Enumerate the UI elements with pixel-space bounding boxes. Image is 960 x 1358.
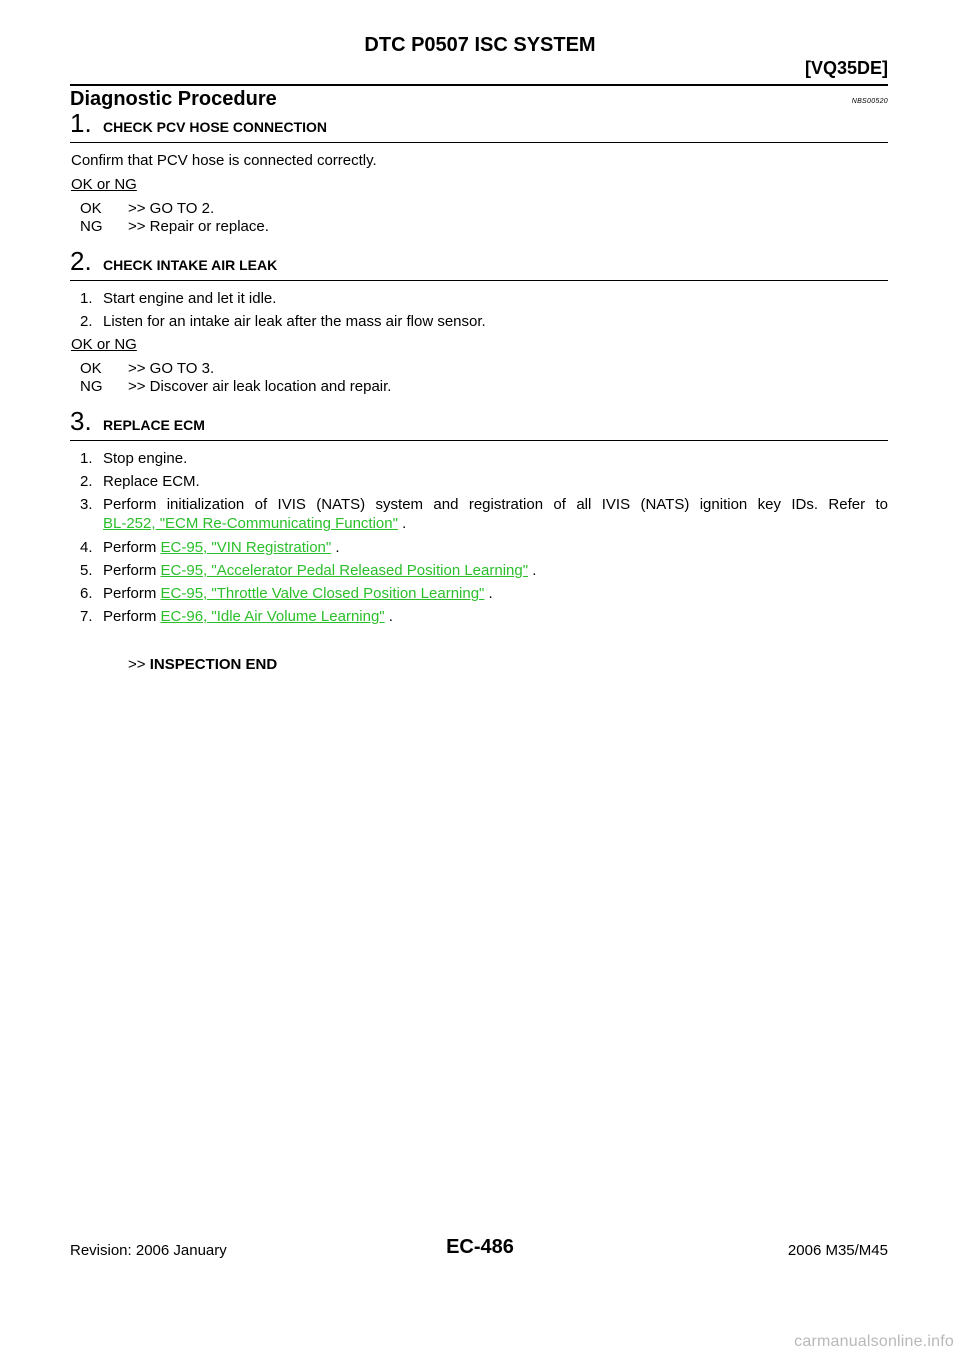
- step-3-item-1-number: 1.: [80, 450, 93, 467]
- step-3-item-1-text: Stop engine.: [103, 450, 188, 467]
- step-3-item-5-prefix: Perform: [103, 562, 161, 579]
- step-3-item-4-number: 4.: [80, 539, 93, 556]
- step-3-item-7-text: Perform EC-96, "Idle Air Volume Learning…: [103, 608, 393, 625]
- step-2-item-1-number: 1.: [80, 290, 93, 307]
- footer-model: 2006 M35/M45: [787, 1242, 888, 1259]
- step-3-item-3-ref: BL-252, "ECM Re-Communicating Function" …: [103, 515, 406, 532]
- step-2-item-1-text: Start engine and let it idle.: [103, 290, 277, 307]
- watermark: carmanualsonline.info: [794, 1333, 954, 1350]
- step-2-result-ng-value: >> Discover air leak location and repair…: [128, 378, 392, 395]
- step-1-header: 1. CHECK PCV HOSE CONNECTION: [70, 108, 888, 143]
- step-1-result-ng-key: NG: [80, 218, 103, 235]
- step-3-item-4-suffix: .: [331, 539, 340, 556]
- step-1-okng: OK or NG: [71, 176, 137, 193]
- step-3-item-5-text: Perform EC-95, "Accelerator Pedal Releas…: [103, 562, 536, 579]
- step-2-okng: OK or NG: [71, 336, 137, 353]
- page-title: DTC P0507 ISC SYSTEM: [364, 34, 596, 56]
- step-2-item-2-text: Listen for an intake air leak after the …: [103, 313, 486, 330]
- step-3-label: REPLACE ECM: [103, 417, 205, 433]
- link-ec-95-vin-registration[interactable]: EC-95, "VIN Registration": [160, 539, 332, 556]
- step-3-item-2-number: 2.: [80, 473, 93, 490]
- step-3-number: 3.: [70, 406, 92, 436]
- step-3-item-6-number: 6.: [80, 585, 93, 602]
- step-2-result-ok-value: >> GO TO 3.: [128, 360, 215, 377]
- inspection-end: >> INSPECTION END: [128, 656, 277, 673]
- step-3-item-6-suffix: .: [484, 585, 493, 602]
- link-ec-95-accelerator-pedal[interactable]: EC-95, "Accelerator Pedal Released Posit…: [160, 562, 529, 579]
- step-2-header: 2. CHECK INTAKE AIR LEAK: [70, 246, 888, 281]
- step-3-item-6-text: Perform EC-95, "Throttle Valve Closed Po…: [103, 585, 493, 602]
- step-1-result-ok-key: OK: [80, 200, 102, 217]
- step-3-item-7-number: 7.: [80, 608, 93, 625]
- link-ec-96-idle-air-volume[interactable]: EC-96, "Idle Air Volume Learning": [160, 608, 385, 625]
- step-3-item-5-suffix: .: [528, 562, 537, 579]
- link-ec-95-throttle-valve[interactable]: EC-95, "Throttle Valve Closed Position L…: [160, 585, 485, 602]
- step-1-instruction: Confirm that PCV hose is connected corre…: [71, 152, 377, 169]
- inspection-end-prefix: >>: [128, 656, 150, 673]
- step-3-item-4-text: Perform EC-95, "VIN Registration" .: [103, 539, 340, 556]
- footer-revision: Revision: 2006 January: [70, 1242, 227, 1259]
- section-code: NBS00520: [851, 98, 888, 105]
- link-bl-252[interactable]: BL-252, "ECM Re-Communicating Function": [103, 515, 398, 532]
- step-3-item-6-prefix: Perform: [103, 585, 161, 602]
- step-3-item-4-prefix: Perform: [103, 539, 161, 556]
- step-3-item-3-number: 3.: [80, 496, 93, 513]
- step-2-label: CHECK INTAKE AIR LEAK: [103, 257, 278, 273]
- step-1-result-ng-value: >> Repair or replace.: [128, 218, 269, 235]
- engine-model-label: [VQ35DE]: [804, 58, 888, 78]
- step-3-item-3-suffix: .: [397, 515, 407, 532]
- step-3-item-2-text: Replace ECM.: [103, 473, 200, 490]
- step-1-label: CHECK PCV HOSE CONNECTION: [103, 119, 328, 135]
- section-title: Diagnostic Procedure: [70, 88, 277, 110]
- step-2-result-ng-key: NG: [80, 378, 103, 395]
- step-3-item-5-number: 5.: [80, 562, 93, 579]
- step-1-number: 1.: [70, 108, 92, 138]
- step-3-item-7-suffix: .: [384, 608, 393, 625]
- footer-page-number: EC-486: [446, 1236, 514, 1258]
- step-3-header: 3. REPLACE ECM: [70, 406, 888, 441]
- inspection-end-text: INSPECTION END: [149, 656, 278, 673]
- step-2-result-ok-key: OK: [80, 360, 102, 377]
- step-2-number: 2.: [70, 246, 92, 276]
- step-2-item-2-number: 2.: [80, 313, 93, 330]
- header-divider: [70, 84, 888, 86]
- step-3-item-7-prefix: Perform: [103, 608, 161, 625]
- step-3-item-3-text: Perform initialization of IVIS (NATS) sy…: [103, 496, 888, 513]
- step-1-result-ok-value: >> GO TO 2.: [128, 200, 215, 217]
